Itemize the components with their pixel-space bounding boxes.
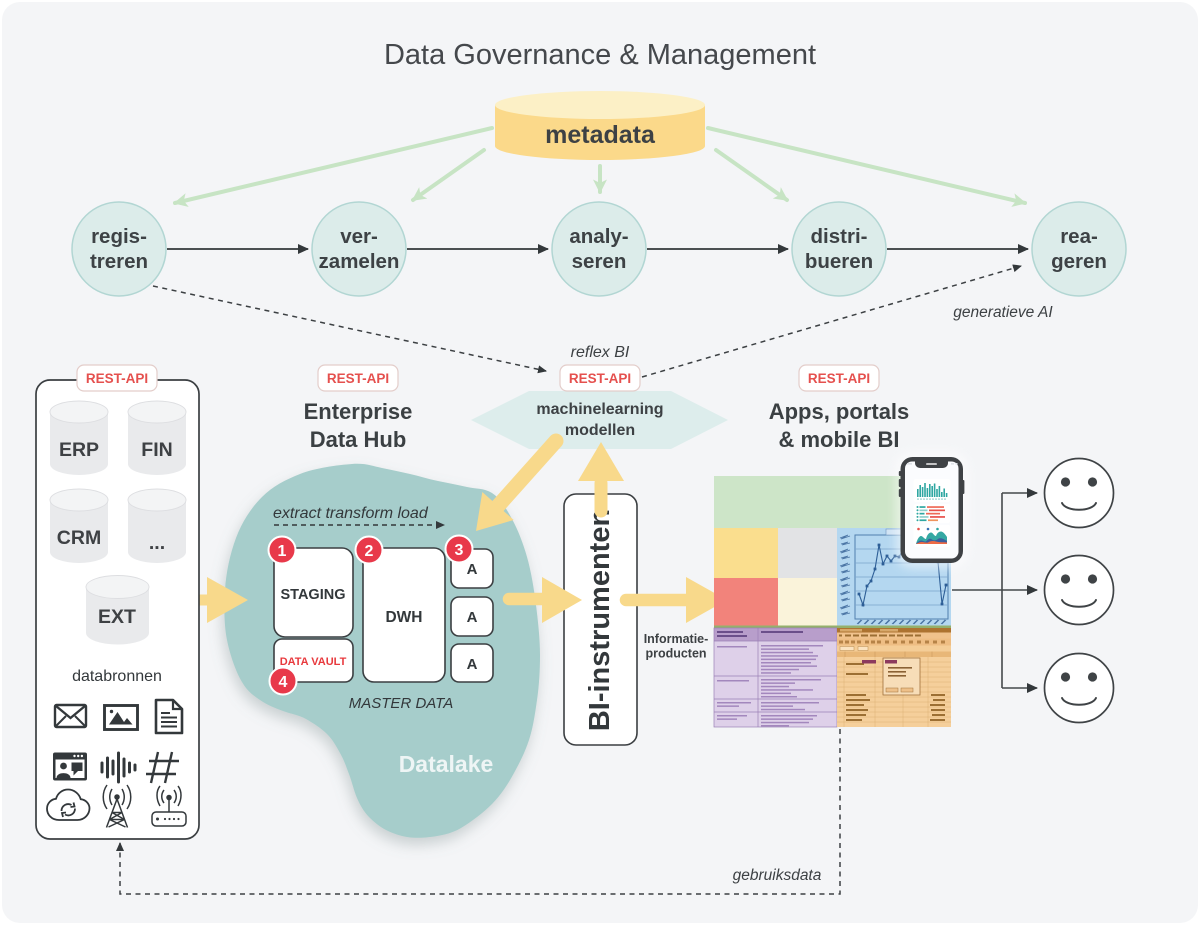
svg-text:metadata: metadata: [545, 121, 656, 149]
svg-text:Enterprise: Enterprise: [304, 399, 413, 424]
svg-text:...: ...: [149, 532, 165, 554]
svg-text:A: A: [467, 609, 478, 626]
svg-text:geren: geren: [1051, 250, 1107, 273]
svg-text:distri-: distri-: [811, 225, 868, 248]
svg-text:bueren: bueren: [805, 250, 873, 273]
svg-text:Datalake: Datalake: [399, 751, 494, 777]
svg-text:rea-: rea-: [1060, 225, 1098, 248]
svg-text:A: A: [467, 561, 478, 578]
svg-text:Data Governance & Management: Data Governance & Management: [384, 39, 816, 71]
svg-text:regis-: regis-: [91, 225, 147, 248]
svg-text:Data Hub: Data Hub: [310, 427, 407, 452]
svg-text:EXT: EXT: [98, 606, 136, 628]
svg-text:FIN: FIN: [141, 439, 172, 461]
svg-text:REST-API: REST-API: [569, 371, 631, 386]
svg-text:treren: treren: [90, 250, 148, 273]
svg-text:MASTER DATA: MASTER DATA: [349, 695, 453, 712]
svg-text:DWH: DWH: [385, 609, 422, 626]
svg-text:DATA VAULT: DATA VAULT: [280, 656, 347, 668]
svg-text:generatieve AI: generatieve AI: [953, 304, 1053, 321]
svg-text:Informatie-: Informatie-: [644, 632, 709, 646]
svg-text:databronnen: databronnen: [72, 668, 162, 685]
svg-text:extract transform load: extract transform load: [273, 505, 429, 522]
svg-text:gebruiksdata: gebruiksdata: [733, 867, 822, 884]
svg-text:analy-: analy-: [569, 225, 628, 248]
svg-text:1: 1: [278, 543, 287, 560]
svg-text:REST-API: REST-API: [86, 371, 148, 386]
svg-text:A: A: [467, 656, 478, 673]
svg-text:STAGING: STAGING: [281, 587, 346, 603]
svg-text:3: 3: [455, 542, 464, 559]
svg-text:ver-: ver-: [340, 225, 378, 248]
svg-text:Apps, portals: Apps, portals: [769, 399, 910, 424]
svg-text:REST-API: REST-API: [808, 371, 870, 386]
svg-text:seren: seren: [572, 250, 627, 273]
svg-text:reflex BI: reflex BI: [571, 344, 630, 361]
svg-text:& mobile BI: & mobile BI: [778, 427, 899, 452]
svg-text:modellen: modellen: [565, 422, 635, 439]
svg-text:machinelearning: machinelearning: [536, 401, 663, 418]
svg-text:BI-instrumenten: BI-instrumenten: [584, 509, 616, 731]
svg-text:CRM: CRM: [57, 527, 101, 549]
svg-text:ERP: ERP: [59, 439, 99, 461]
svg-text:zamelen: zamelen: [319, 250, 400, 273]
svg-text:REST-API: REST-API: [327, 371, 389, 386]
svg-text:2: 2: [365, 543, 374, 560]
svg-text:4: 4: [279, 674, 288, 691]
svg-text:producten: producten: [645, 647, 706, 661]
